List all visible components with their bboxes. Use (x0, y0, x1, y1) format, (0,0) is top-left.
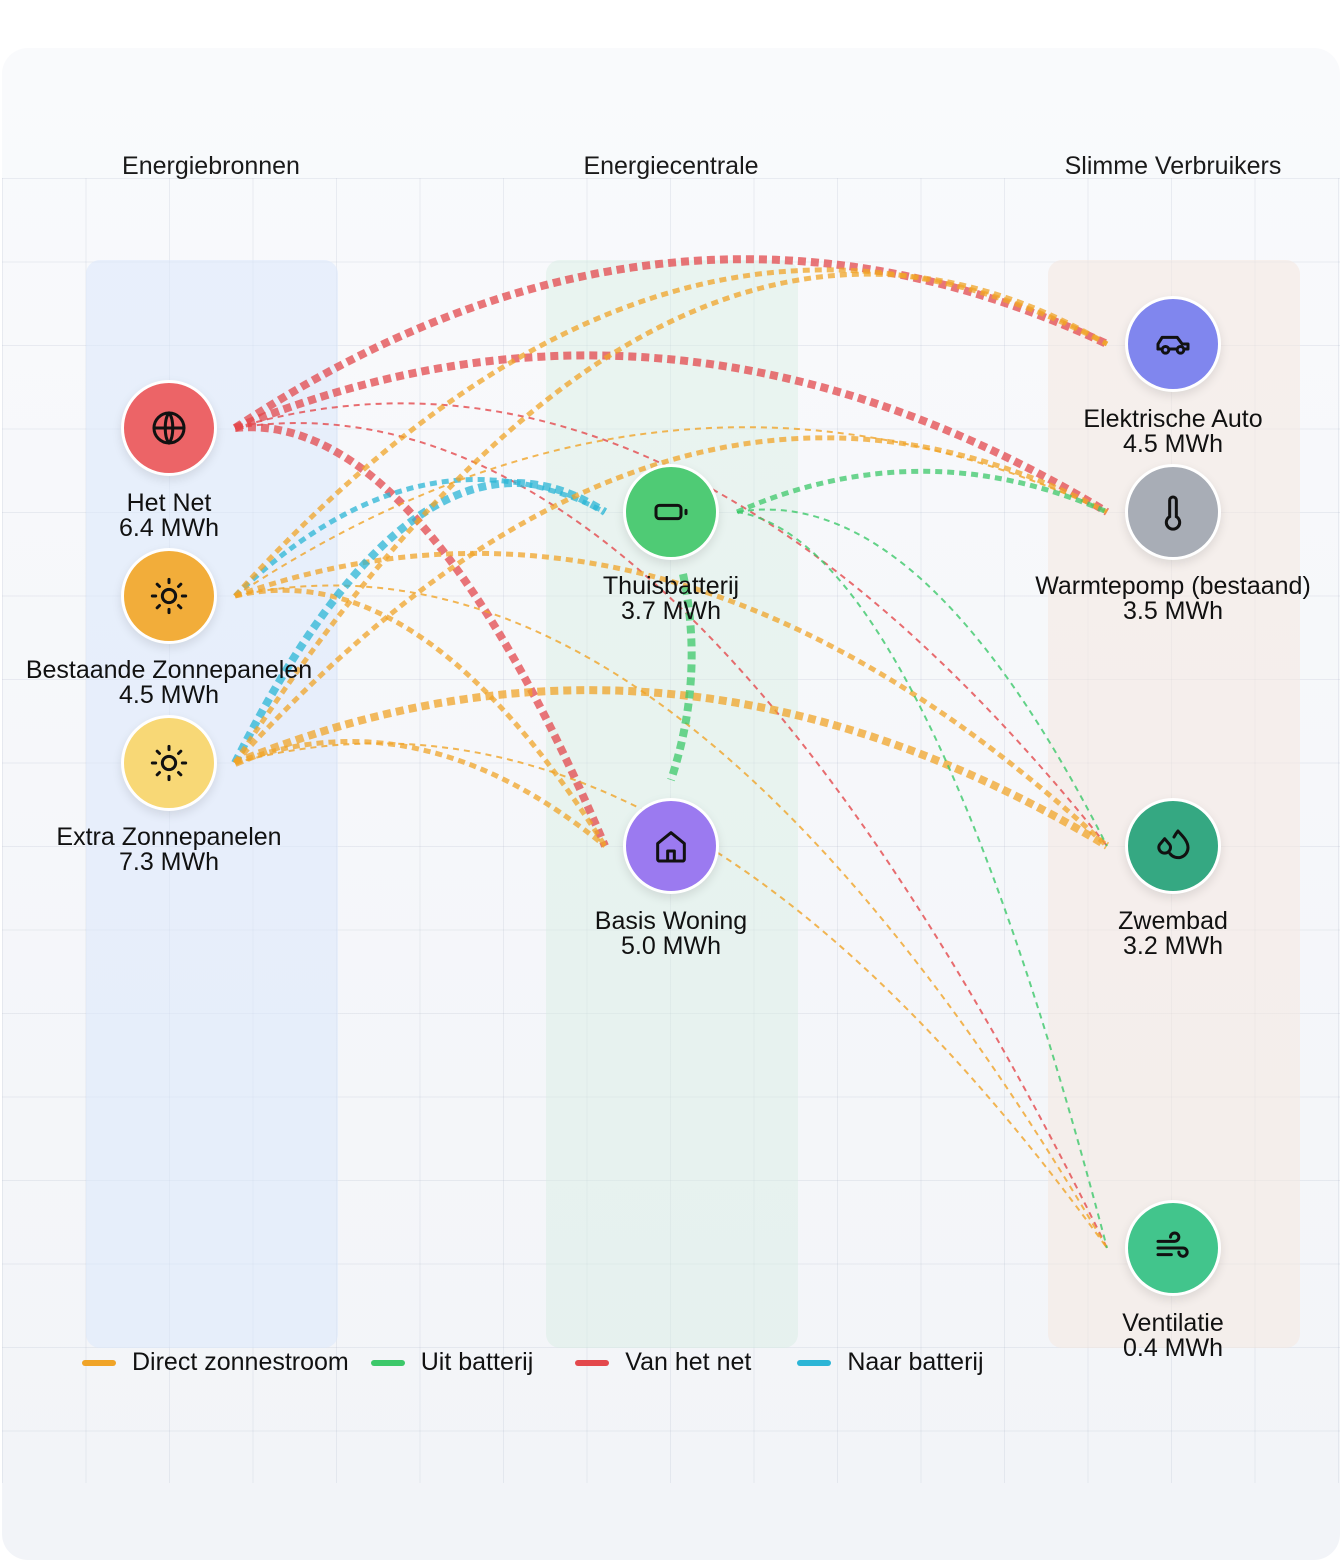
car-label: Elektrische Auto 4.5 MWh (1083, 407, 1262, 457)
legend-item-solar[interactable]: Direct zonnestroom (82, 1348, 349, 1377)
battery-icon (654, 503, 688, 521)
grid-node[interactable] (121, 380, 217, 476)
legend-label-solar: Direct zonnestroom (132, 1348, 349, 1376)
solar-existing-label: Bestaande Zonnepanelen 4.5 MWh (26, 658, 312, 708)
flow-solar_existing-to-heatpump (234, 426, 1108, 597)
legend-swatch-battery-out (370, 1359, 405, 1366)
battery-label: Thuisbatterij 3.7 MWh (603, 574, 739, 624)
ventilation-name: Ventilatie (1122, 1309, 1224, 1337)
legend-label-to-battery: Naar batterij (847, 1348, 984, 1376)
ventilation-value: 0.4 MWh (1122, 1334, 1224, 1362)
legend-item-to-battery[interactable]: Naar batterij (797, 1348, 984, 1377)
flow-battery-to-heatpump (735, 468, 1109, 515)
flow-solar_extra-to-car (232, 271, 1109, 765)
legend-label-grid: Van het net (625, 1348, 752, 1376)
ventilation-label: Ventilatie 0.4 MWh (1122, 1311, 1223, 1361)
grid-name: Het Net (126, 489, 212, 517)
flow-grid-to-heatpump (233, 351, 1110, 516)
legend-item-grid[interactable]: Van het net (575, 1348, 751, 1377)
flow-solar_existing-to-battery (233, 477, 607, 598)
flow-battery-to-home (667, 573, 696, 782)
heatpump-name: Warmtepomp (bestaand) (1035, 572, 1311, 600)
legend-item-battery-out[interactable]: Uit batterij (370, 1348, 534, 1377)
pool-label: Zwembad 3.2 MWh (1118, 909, 1228, 959)
flow-battery-to-ventilation (736, 511, 1108, 1249)
pool-value: 3.2 MWh (1122, 932, 1224, 960)
heatpump-value: 3.5 MWh (1122, 597, 1224, 625)
pool-name: Zwembad (1118, 907, 1228, 935)
home-name: Basis Woning (594, 907, 748, 935)
home-value: 5.0 MWh (620, 932, 722, 960)
flow-grid-to-car (232, 255, 1109, 432)
battery-name: Thuisbatterij (602, 572, 740, 600)
flow-solar_extra-to-battery (231, 479, 608, 765)
hub-column-title: Energiecentrale (583, 152, 759, 180)
flow-solar_existing-to-pool (234, 550, 1109, 848)
consumers-column-title: Slimme Verbruikers (1064, 152, 1282, 180)
heatpump-label: Warmtepomp (bestaand) 3.5 MWh (1035, 574, 1311, 624)
solar-existing-node[interactable] (121, 548, 217, 644)
battery-value: 3.7 MWh (620, 597, 722, 625)
legend-swatch-to-battery (797, 1359, 832, 1366)
car-value: 4.5 MWh (1122, 430, 1224, 458)
grid-value: 6.4 MWh (118, 514, 220, 542)
flow-solar_existing-to-ventilation (234, 584, 1108, 1249)
thermometer-icon (1164, 495, 1182, 531)
globe-icon (152, 411, 186, 445)
home-node[interactable] (623, 798, 719, 894)
battery-node[interactable] (623, 464, 719, 560)
house-icon (656, 831, 686, 863)
ventilation-node[interactable] (1125, 1200, 1221, 1296)
sun-icon (150, 744, 188, 782)
solar-extra-value: 7.3 MWh (118, 848, 220, 876)
car-name: Elektrische Auto (1083, 405, 1263, 433)
wind-icon (1156, 1231, 1189, 1258)
flow-solar_existing-to-home (234, 587, 608, 848)
flow-solar_extra-to-pool (233, 686, 1110, 850)
solar-extra-name: Extra Zonnepanelen (56, 823, 282, 851)
droplets-icon (1157, 829, 1190, 860)
flow-solar_extra-to-home (234, 739, 607, 848)
pool-node[interactable] (1125, 798, 1221, 894)
legend-swatch-solar (82, 1359, 116, 1366)
home-label: Basis Woning 5.0 MWh (595, 909, 747, 959)
flow-grid-to-home (234, 423, 609, 848)
flow-grid-to-ventilation (234, 422, 1108, 1249)
solar-existing-value: 4.5 MWh (118, 681, 220, 709)
sources-column-title: Energiebronnen (122, 152, 300, 180)
legend-swatch-grid (575, 1359, 610, 1366)
solar-extra-label: Extra Zonnepanelen 7.3 MWh (56, 825, 281, 875)
heatpump-node[interactable] (1125, 464, 1221, 560)
sun-icon (150, 577, 188, 615)
legend: Direct zonnestroom Uit batterij Van het … (82, 1348, 1006, 1377)
solar-existing-name: Bestaande Zonnepanelen (25, 656, 313, 684)
car-node[interactable] (1125, 296, 1221, 392)
legend-label-battery-out: Uit batterij (420, 1348, 534, 1376)
flow-battery-to-pool (736, 508, 1108, 847)
solar-extra-node[interactable] (121, 715, 217, 811)
grid-label: Het Net 6.4 MWh (119, 491, 219, 541)
car-icon (1156, 335, 1190, 355)
